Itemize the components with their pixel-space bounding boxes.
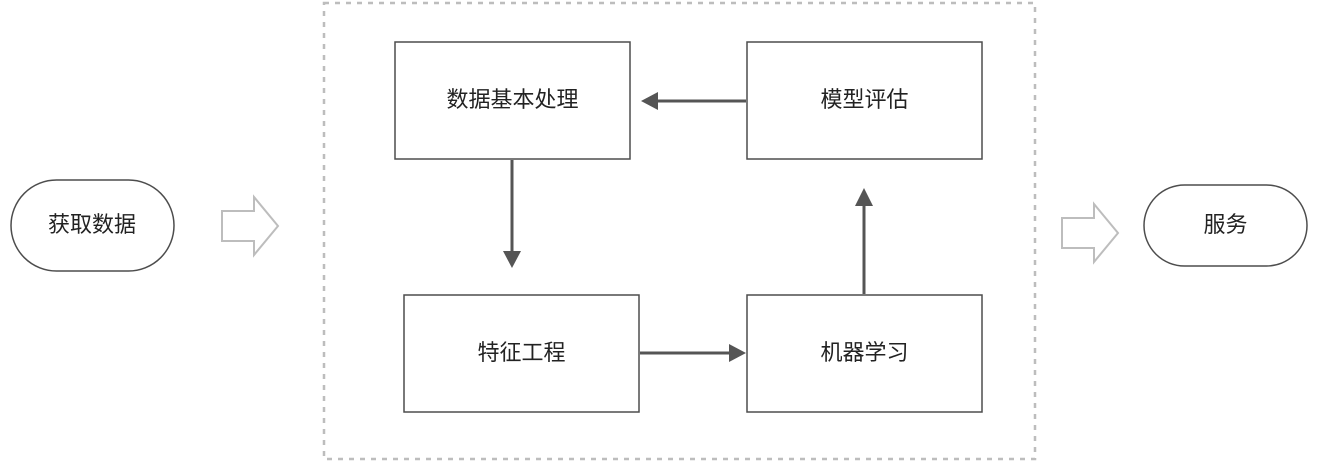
step-box (403, 294, 640, 413)
step-label: 数据基本处理 (446, 88, 578, 113)
input-node: 获取数据 (10, 179, 175, 272)
output-pill (1143, 184, 1308, 267)
step-node-model-evaluation: 模型评估 (746, 41, 983, 160)
output-node: 服务 (1143, 184, 1308, 267)
process-group-border (322, 1, 1037, 461)
input-label: 获取数据 (48, 213, 136, 238)
flow-arrow-processing-to-features (503, 160, 521, 268)
input-pill (10, 179, 175, 272)
step-box (394, 41, 631, 160)
step-label: 机器学习 (820, 341, 908, 366)
step-node-machine-learning: 机器学习 (746, 294, 983, 413)
output-label: 服务 (1203, 213, 1247, 238)
step-node-feature-engineering: 特征工程 (403, 294, 640, 413)
step-box (746, 294, 983, 413)
step-label: 模型评估 (820, 88, 908, 113)
step-node-data-processing: 数据基本处理 (394, 41, 631, 160)
hollow-right-arrow-icon (221, 194, 280, 258)
flow-arrow-learning-to-evaluation (855, 188, 873, 294)
flow-arrow-features-to-learning (640, 344, 746, 362)
step-label: 特征工程 (477, 341, 565, 366)
step-box (746, 41, 983, 160)
hollow-right-arrow-icon (1061, 201, 1120, 265)
flow-arrow-evaluation-to-processing (641, 92, 746, 110)
